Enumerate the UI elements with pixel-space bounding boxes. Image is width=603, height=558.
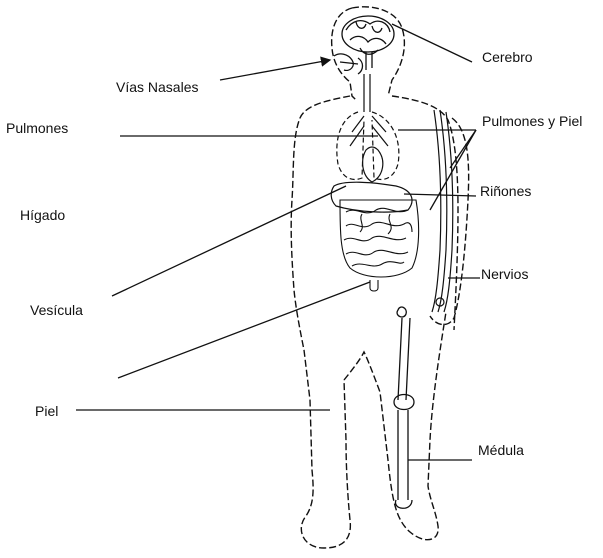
label-pulmones-y-piel: Pulmones y Piel (482, 113, 582, 129)
label-nervios: Nervios (481, 266, 528, 282)
label-piel: Piel (35, 403, 58, 419)
brain-drawing (342, 16, 394, 70)
label-higado: Hígado (20, 207, 65, 223)
arm-nerves-drawing (432, 110, 453, 312)
leader-vias-nasales (220, 60, 330, 80)
leader-higado (112, 186, 346, 296)
label-rinones: Riñones (480, 183, 531, 199)
label-pulmones: Pulmones (6, 120, 68, 136)
leader-vesicula (118, 282, 370, 378)
trachea-drawing (364, 74, 370, 112)
label-medula: Médula (478, 442, 524, 458)
nasal-cavity-drawing (334, 54, 363, 74)
label-vesicula: Vesícula (30, 302, 83, 318)
leg-bones-drawing (394, 307, 414, 508)
label-cerebro: Cerebro (482, 49, 533, 65)
lungs-drawing (337, 112, 399, 179)
leader-rinones (404, 194, 476, 196)
label-vias-nasales: Vías Nasales (116, 79, 198, 95)
intestines-drawing (340, 200, 419, 291)
